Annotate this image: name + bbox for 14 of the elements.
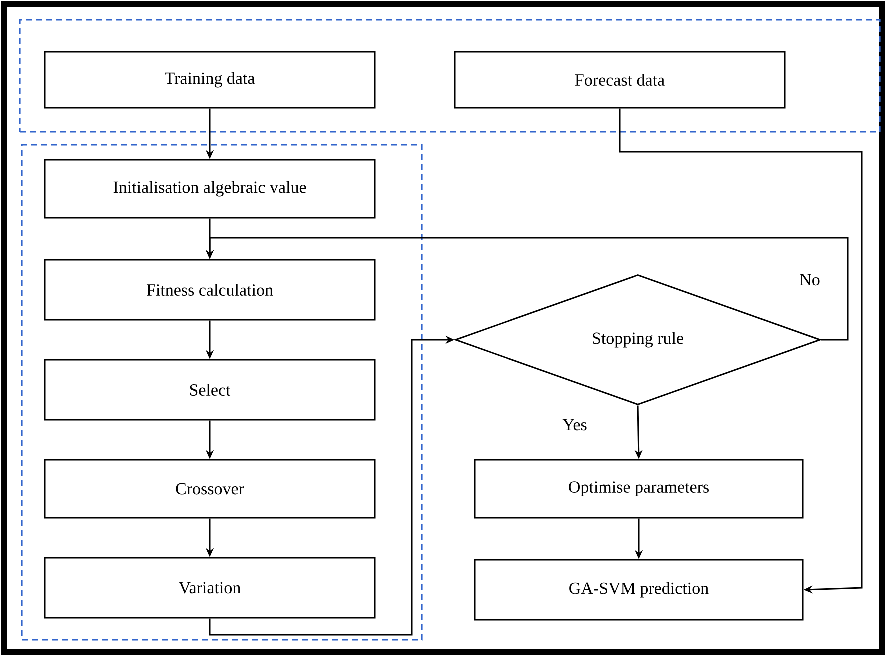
process-box: Initialisation algebraic value	[44, 159, 376, 219]
process-box: Select	[44, 359, 376, 421]
process-box: Crossover	[44, 459, 376, 519]
arrow	[619, 108, 863, 594]
process-box: Training data	[44, 51, 376, 109]
process-box: Variation	[44, 557, 376, 619]
dashed-group-frame	[21, 144, 423, 641]
edge-label: No	[798, 273, 822, 287]
process-box: Forecast data	[454, 51, 786, 109]
edge-label: Yes	[562, 418, 588, 432]
process-box: Fitness calculation	[44, 259, 376, 321]
process-box: Optimise parameters	[474, 459, 804, 519]
dashed-group-frame	[19, 19, 881, 133]
process-box: GA-SVM prediction	[474, 559, 804, 621]
